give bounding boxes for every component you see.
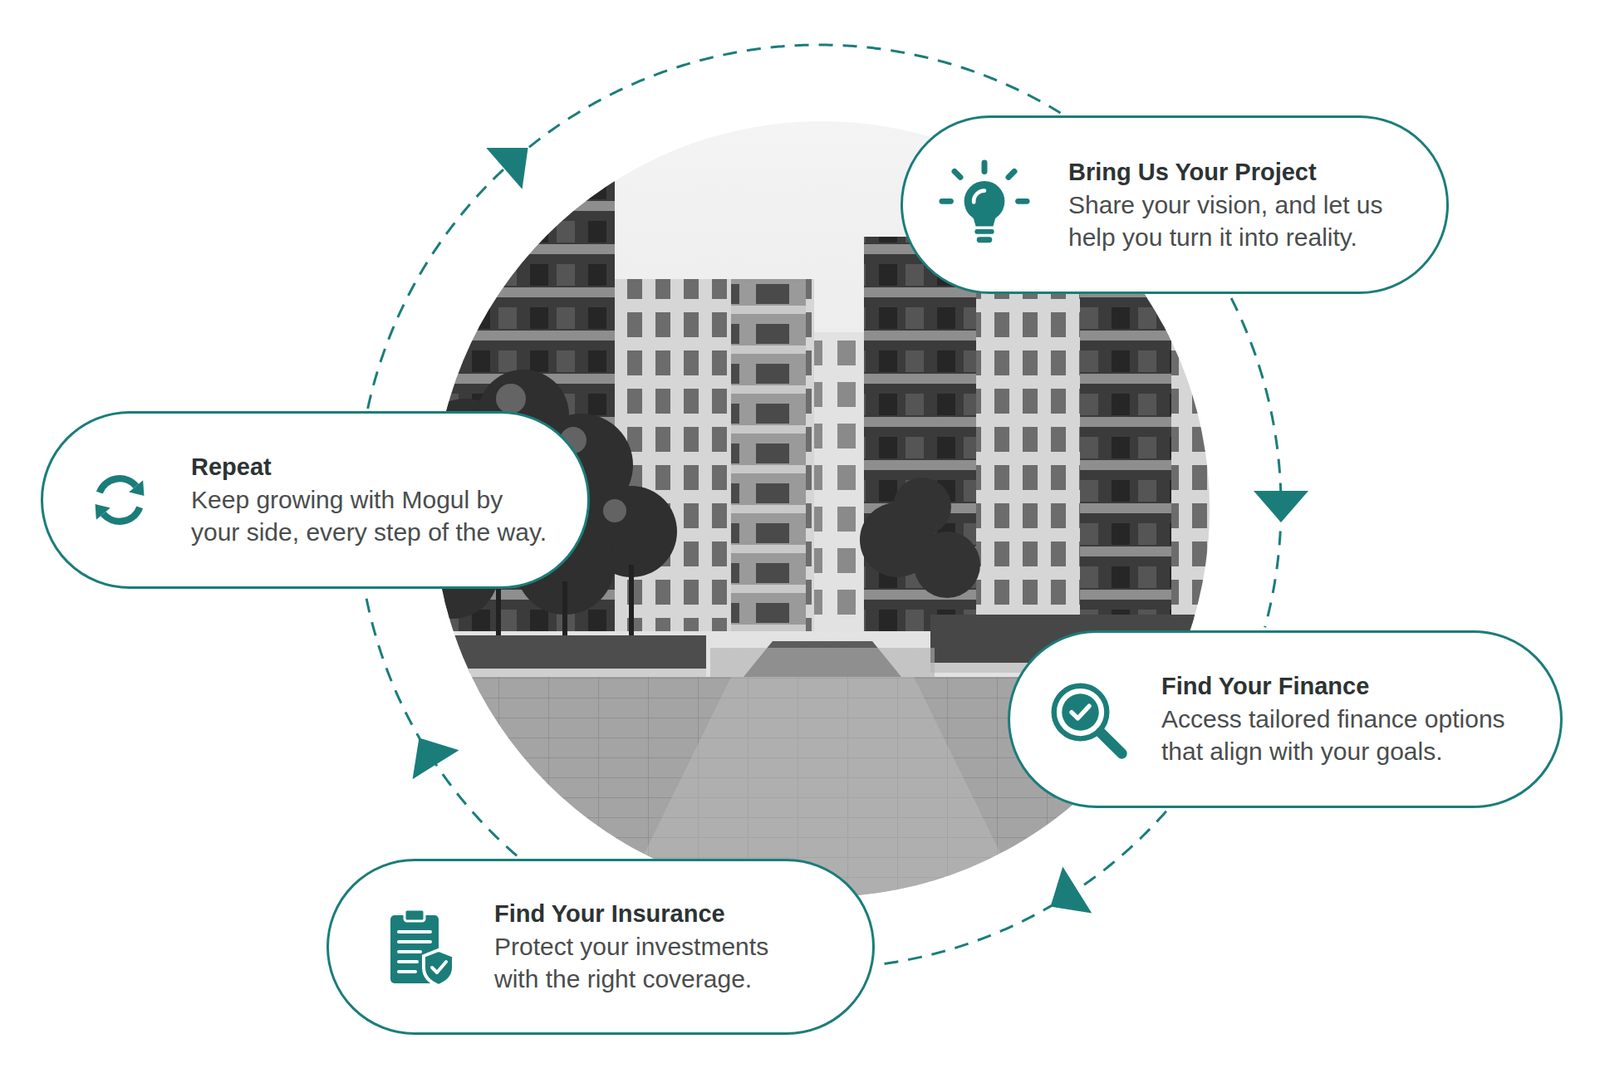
step-pill: Bring Us Your ProjectShare your vision, … bbox=[900, 115, 1449, 295]
cycle-connector bbox=[1231, 298, 1309, 628]
step-pill: Find Your InsuranceProtect your investme… bbox=[326, 858, 875, 1036]
cycle-connector bbox=[877, 811, 1167, 966]
step-title: Bring Us Your Project bbox=[1068, 157, 1401, 187]
step-pill: RepeatKeep growing with Mogul by your si… bbox=[40, 411, 590, 589]
step-pill: Find Your FinanceAccess tailored finance… bbox=[1007, 630, 1563, 809]
dashed-arc bbox=[1231, 298, 1281, 628]
dashed-arc bbox=[877, 811, 1167, 966]
arrow-head bbox=[1050, 866, 1093, 913]
arrow-head bbox=[412, 738, 460, 781]
arrow-head bbox=[485, 147, 528, 190]
clipboard-shield-icon bbox=[377, 905, 461, 989]
step-description: Keep growing with Mogul by your side, ev… bbox=[191, 483, 554, 549]
magnifier-check-icon bbox=[1043, 675, 1132, 764]
repeat-icon bbox=[81, 461, 158, 539]
cycle-connector bbox=[365, 591, 518, 856]
step-description: Share your vision, and let us help you t… bbox=[1068, 188, 1401, 254]
step-title: Find Your Insurance bbox=[494, 898, 802, 929]
step-description: Protect your investments with the right … bbox=[494, 930, 802, 996]
lightbulb-icon bbox=[936, 157, 1033, 254]
dashed-arc bbox=[365, 591, 518, 856]
step-title: Find Your Finance bbox=[1161, 671, 1527, 702]
step-description: Access tailored finance options that ali… bbox=[1161, 702, 1527, 768]
step-title: Repeat bbox=[191, 451, 554, 482]
arrow-head bbox=[1253, 490, 1309, 523]
